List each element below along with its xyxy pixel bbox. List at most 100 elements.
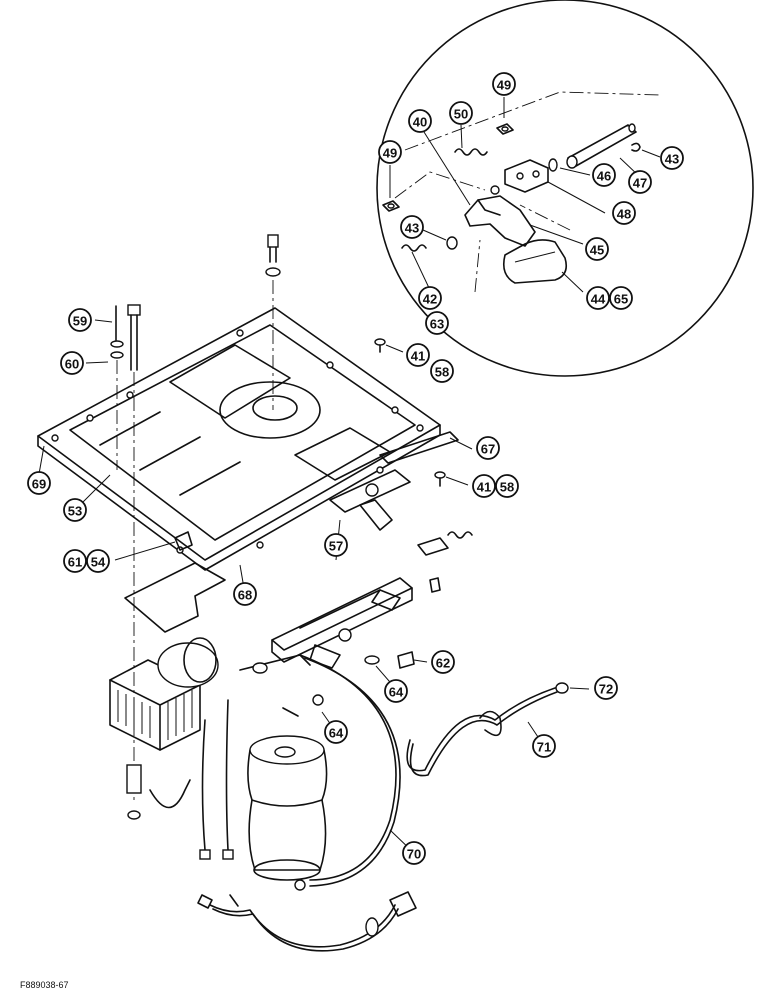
callout-number: 53: [68, 504, 82, 519]
callout-circle: [60, 351, 84, 375]
callout-61: 61: [63, 549, 87, 573]
detail-inset: [376, 0, 754, 377]
cable-left: [201, 719, 206, 851]
callout-circle: [425, 311, 449, 335]
screw-part-41-58-lower: [434, 471, 446, 487]
callout-number: 59: [73, 314, 87, 329]
callout-circle: [324, 533, 348, 557]
callout-number: 41: [411, 349, 425, 364]
callout-number: 42: [423, 292, 437, 307]
callout-circle: [406, 343, 430, 367]
callout-71: 71: [532, 734, 556, 758]
callout-49: 49: [492, 72, 516, 96]
cable-center: [225, 699, 229, 851]
callout-53: 53: [63, 498, 87, 522]
washer-part-46: [548, 158, 558, 172]
hose-part-71: [406, 687, 556, 772]
callout-69: 69: [27, 471, 51, 495]
callout-59: 59: [68, 308, 92, 332]
callout-circle: [68, 308, 92, 332]
callout-64: 64: [324, 720, 348, 744]
callout-58: 58: [495, 474, 519, 498]
callout-41: 41: [472, 474, 496, 498]
bracket-part-48: [504, 159, 549, 193]
callout-46: 46: [592, 163, 616, 187]
pad-part: [124, 562, 226, 633]
callout-54: 54: [86, 549, 110, 573]
nut-part-49-top: [496, 123, 514, 135]
callout-circle: [86, 549, 110, 573]
mounting-strap: [149, 779, 191, 809]
callout-circle: [609, 286, 633, 310]
callout-circle: [384, 679, 408, 703]
callout-number: 68: [238, 588, 252, 603]
callout-circle: [400, 215, 424, 239]
washer-part-43: [446, 236, 458, 250]
callout-circle: [418, 286, 442, 310]
callout-48: 48: [612, 201, 636, 225]
callout-40: 40: [408, 109, 432, 133]
callout-68: 68: [233, 582, 257, 606]
callout-number: 57: [329, 539, 343, 554]
callout-number: 46: [597, 169, 611, 184]
fitting-part-72: [555, 682, 569, 694]
callout-number: 48: [617, 207, 631, 222]
leader-lines: [38, 97, 661, 854]
callout-number: 61: [68, 555, 82, 570]
callout-number: 44: [591, 292, 606, 307]
callout-60: 60: [60, 351, 84, 375]
callout-49: 49: [378, 140, 402, 164]
air-spring-bag: [247, 735, 328, 891]
spring-part-42: [401, 244, 427, 252]
callout-number: 49: [383, 146, 397, 161]
nut-part-49-left: [382, 200, 400, 212]
hose-fitting: [239, 654, 324, 717]
callout-number: 70: [407, 847, 421, 862]
callout-circle: [63, 498, 87, 522]
callout-circle: [592, 163, 616, 187]
callout-circle: [378, 140, 402, 164]
hose-part-70: [299, 654, 397, 881]
callout-number: 58: [435, 365, 449, 380]
callout-number: 72: [599, 682, 613, 697]
rod-part-47: [566, 123, 637, 169]
callout-number: 69: [32, 477, 46, 492]
callout-41: 41: [406, 343, 430, 367]
compressor-unit: [109, 637, 219, 751]
callout-circle: [408, 109, 432, 133]
latch-assembly: [329, 469, 411, 531]
screw-part-41-58-upper: [374, 338, 386, 353]
bolt-stack-center: [265, 234, 281, 410]
callout-number: 50: [454, 107, 468, 122]
callout-circle: [628, 170, 652, 194]
callout-number: 64: [389, 685, 404, 700]
callout-number: 65: [614, 292, 628, 307]
callout-number: 64: [329, 726, 344, 741]
callout-57: 57: [324, 533, 348, 557]
callout-circle: [402, 841, 426, 865]
callout-number: 60: [65, 357, 79, 372]
callout-circle: [532, 734, 556, 758]
callout-63: 63: [425, 311, 449, 335]
callout-42: 42: [418, 286, 442, 310]
callout-circle: [492, 72, 516, 96]
callout-number: 54: [91, 555, 106, 570]
slide-rail-part-57: [271, 577, 413, 669]
figure-id: F889038-67: [20, 980, 69, 990]
callout-circle: [233, 582, 257, 606]
callout-circle: [472, 474, 496, 498]
callout-58: 58: [430, 359, 454, 383]
callout-number: 45: [590, 243, 604, 258]
hose-part-71-outer: [409, 691, 558, 777]
callout-47: 47: [628, 170, 652, 194]
hose-part-70-outer: [304, 657, 401, 887]
callout-circle: [612, 201, 636, 225]
callout-circle: [476, 436, 500, 460]
callout-43: 43: [400, 215, 424, 239]
callout-circle: [594, 676, 618, 700]
callout-circle: [430, 359, 454, 383]
callout-number: 62: [436, 656, 450, 671]
callout-circle: [449, 101, 473, 125]
spacer-standoff: [126, 764, 142, 820]
